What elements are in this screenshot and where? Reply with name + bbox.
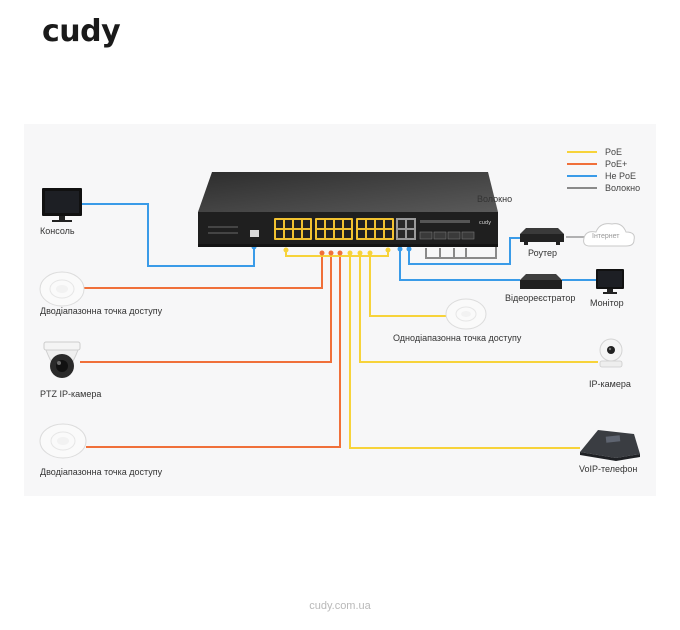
nvr-label: Відеореєстратор <box>505 293 576 303</box>
legend-item-fiber: Волокно <box>567 182 640 194</box>
ptz-camera-label: PTZ IP-камера <box>40 389 102 399</box>
port-dot <box>283 247 289 253</box>
legend-swatch <box>567 163 597 165</box>
nvr-icon <box>520 274 562 289</box>
router-icon <box>520 228 564 245</box>
legend-swatch <box>567 175 597 177</box>
poeplus-link-ap-dual-2 <box>86 255 341 448</box>
ap-single-label: Однодіапазонна точка доступу <box>393 333 522 343</box>
port-dot <box>406 246 412 252</box>
poeplus-link-ap-dual-1 <box>82 255 323 289</box>
legend-label: PoE <box>605 147 623 157</box>
access-point-icon <box>445 298 487 330</box>
voip-phone-label: VoIP-телефон <box>579 464 638 474</box>
router-label: Роутер <box>528 248 558 258</box>
legend-swatch <box>567 187 597 189</box>
ptz-camera-icon <box>43 341 81 378</box>
footer-url[interactable]: cudy.com.ua <box>309 600 371 612</box>
port-dot <box>328 250 334 256</box>
poe-bus <box>285 250 389 257</box>
nonpoe-link-router <box>408 237 520 265</box>
ap-dual-2-label: Дводіапазонна точка доступу <box>40 467 163 477</box>
console-monitor-icon <box>42 188 82 222</box>
port-dot <box>397 246 403 252</box>
legend-label: Не PoE <box>605 171 637 181</box>
poe-switch-icon <box>198 172 498 247</box>
nonpoe-link-nvr <box>399 249 520 281</box>
legend-label: Волокно <box>605 183 641 193</box>
legend-item-poe: PoE <box>567 146 640 158</box>
port-dot <box>357 250 363 256</box>
internet-cloud-icon <box>583 223 635 247</box>
legend-item-non-poe: Не PoE <box>567 170 640 182</box>
poe-link-ip-camera <box>359 255 598 363</box>
port-dot <box>337 250 343 256</box>
internet-label: Інтернет <box>592 233 620 240</box>
poe-link-ap-single <box>369 255 446 317</box>
legend-swatch <box>567 151 597 153</box>
monitor-label: Монітор <box>590 298 624 308</box>
legend-label: PoE+ <box>605 159 628 169</box>
poeplus-link-ptz-camera <box>80 255 332 363</box>
poe-link-voip-phone <box>349 255 580 449</box>
access-point-icon <box>39 271 85 307</box>
port-dot <box>319 250 325 256</box>
ip-camera-icon <box>599 338 623 368</box>
voip-phone-icon <box>580 430 640 461</box>
ip-camera-label: IP-камера <box>589 379 631 389</box>
access-point-icon <box>39 423 87 459</box>
switch-brand-label: cudy <box>479 220 491 226</box>
port-dot <box>367 250 373 256</box>
legend: PoE PoE+ Не PoE Волокно <box>567 146 640 194</box>
nonpoe-link-console <box>82 203 255 267</box>
port-dot <box>347 250 353 256</box>
monitor-icon <box>596 269 624 294</box>
console-label: Консоль <box>40 226 75 236</box>
ap-dual-1-label: Дводіапазонна точка доступу <box>40 306 163 316</box>
cudy-logo: cudy <box>42 14 121 49</box>
legend-item-poe-plus: PoE+ <box>567 158 640 170</box>
fiber-label: Волокно <box>477 194 513 204</box>
port-dot <box>385 247 391 253</box>
